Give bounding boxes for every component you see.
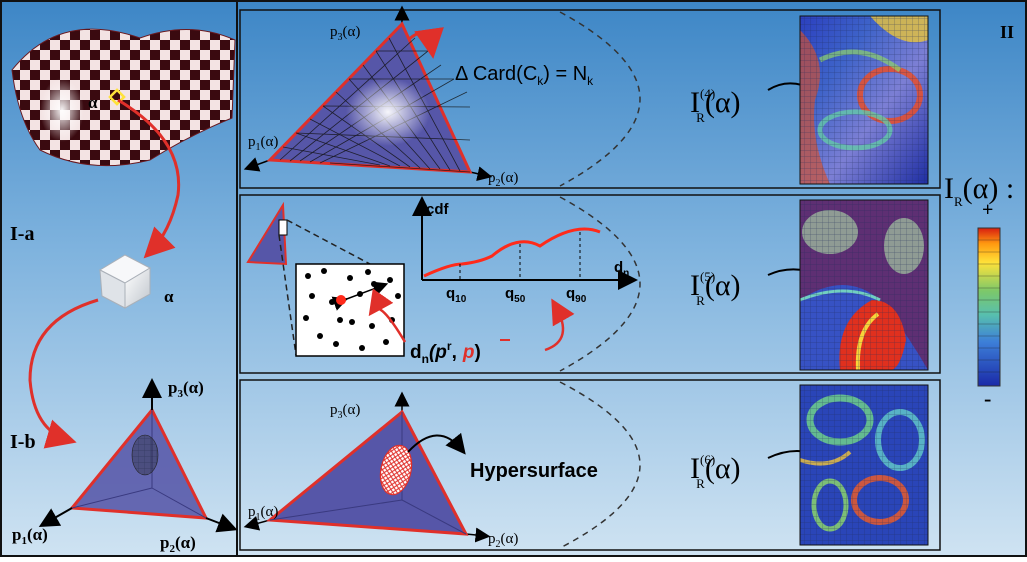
cube-alpha-label: α bbox=[164, 287, 174, 306]
dn-formula: dn(pr,p) bbox=[410, 339, 481, 366]
row3-axis-p2-label: p2(α) bbox=[488, 531, 518, 550]
row1-axis-p3-label: p3(α) bbox=[330, 24, 360, 43]
panel-ii: II IR(α) : + - bbox=[944, 22, 1014, 411]
pbar-to-q-arrow bbox=[544, 298, 575, 352]
dn-axis-label: dn bbox=[614, 259, 629, 279]
row1-map bbox=[799, 15, 929, 185]
row3-frame bbox=[239, 379, 941, 551]
axis-p3-label: p3(α) bbox=[168, 378, 204, 400]
cube-to-simplex-arrow bbox=[28, 298, 99, 449]
cube-icon bbox=[98, 254, 152, 309]
q90-label: q90 bbox=[566, 285, 587, 305]
colorbar bbox=[977, 227, 1001, 387]
point-cloud-box bbox=[295, 263, 405, 357]
colorbar-minus: - bbox=[984, 386, 991, 411]
row1-highlight bbox=[346, 78, 430, 146]
colorbar-title: IR(α) : bbox=[944, 172, 1014, 209]
surface-to-cube-arrow bbox=[117, 98, 181, 259]
axis-p2-label: p2(α) bbox=[160, 533, 196, 555]
row2-frame bbox=[239, 194, 941, 374]
cdf-plot: cdf dn q10 q50 q90 bbox=[412, 196, 638, 305]
simplex-triangle-i bbox=[69, 407, 209, 520]
row3-dashed-arc bbox=[559, 381, 641, 549]
sample-box bbox=[278, 219, 288, 236]
row1-dashed-arc bbox=[559, 11, 641, 187]
panel-i: α α I-a I-b p3(α) p1(α) p2(α) bbox=[10, 28, 238, 555]
row2-dashed-arc bbox=[559, 196, 641, 372]
row1-axis-p2-label: p2(α) bbox=[488, 170, 518, 189]
row1: p3(α) p1(α) p2(α) Δ Card(Ck) = Nk I(4)R(… bbox=[243, 5, 929, 189]
sample-region bbox=[131, 434, 159, 476]
axis-p1-label: p1(α) bbox=[12, 525, 48, 547]
reference-point bbox=[336, 295, 346, 305]
row3-map bbox=[799, 384, 929, 546]
label-ii: II bbox=[1000, 22, 1014, 42]
dn-to-point-arrow bbox=[368, 288, 407, 343]
cdf-axis-label: cdf bbox=[426, 201, 450, 218]
row1-frame bbox=[239, 9, 941, 189]
card-formula: Δ Card(Ck) = Nk bbox=[455, 63, 594, 88]
axis-p1-arrow bbox=[38, 507, 73, 527]
q50-label: q50 bbox=[505, 285, 526, 305]
hypersurface-arrow bbox=[407, 432, 466, 455]
row2: cdf dn q10 q50 q90 dn(pr,p) I(5)R(α) bbox=[246, 196, 929, 371]
row1-card-arrow bbox=[406, 27, 444, 59]
row3-ir-label: I(6)R(α) bbox=[690, 452, 741, 491]
label-i-b: I-b bbox=[10, 431, 36, 453]
axis-p2-arrow bbox=[205, 513, 238, 533]
surface-highlight bbox=[40, 78, 84, 142]
cdf-curve bbox=[423, 227, 601, 278]
q10-label: q10 bbox=[446, 285, 467, 305]
row3-axis-p1-label: p1(α) bbox=[248, 504, 278, 523]
hypersurface-region bbox=[379, 444, 413, 496]
label-i-a: I-a bbox=[10, 223, 34, 245]
row2-map bbox=[799, 199, 929, 371]
row2-ir-label: I(5)R(α) bbox=[690, 269, 741, 308]
row1-ir-label: I(4)R(α) bbox=[690, 86, 741, 125]
colorbar-plus: + bbox=[982, 199, 993, 221]
row1-axis-p1-label: p1(α) bbox=[248, 134, 278, 153]
hypersurface-label: Hypersurface bbox=[470, 460, 598, 482]
row3: p3(α) p1(α) p2(α) Hypersurface I(6)R(α) bbox=[243, 384, 929, 550]
row3-axis-p3-label: p3(α) bbox=[330, 402, 360, 421]
surface-alpha-label: α bbox=[88, 93, 98, 112]
